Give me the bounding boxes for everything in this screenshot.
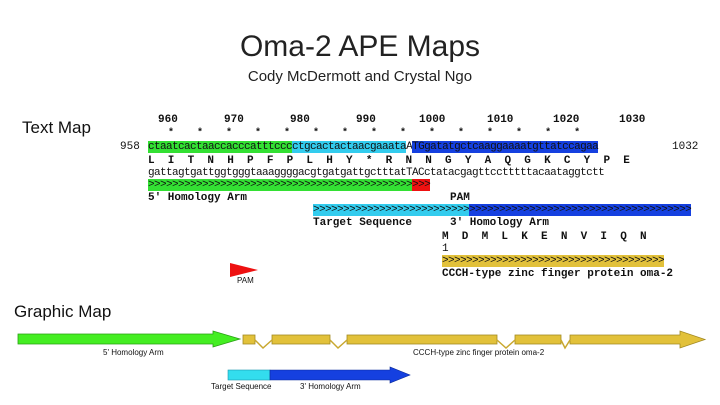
graphic-homology-arm-3-label: 3' Homology Arm: [300, 382, 361, 391]
intron-line: [560, 339, 571, 350]
graphic-target-label: Target Sequence: [211, 382, 272, 391]
homology-arm-3-feature[interactable]: [269, 366, 411, 384]
homology-arm-3-label: 3' Homology Arm: [450, 217, 550, 229]
ruler-number: 1020: [553, 114, 580, 126]
bottom-strand-sequence: gattagtgattggtgggtaaaggggacgtgatgattgctt…: [148, 167, 605, 179]
intron-line: [329, 339, 348, 350]
top-strand-cyan-segment: ctgcactactaacgaaata: [292, 141, 407, 153]
text-map-heading: Text Map: [22, 118, 91, 137]
seq-end-position: 1032: [672, 141, 699, 153]
graphic-cds-label: CCCH-type zinc finger protein oma-2: [413, 348, 545, 357]
target-arrow-track: >>>>>>>>>>>>>>>>>>>>>>>>>>: [313, 204, 470, 216]
graphic-map-heading: Graphic Map: [14, 302, 112, 321]
ruler-number: 960: [158, 114, 178, 126]
intron-connectors: [254, 339, 571, 350]
target-sequence-feature[interactable]: [227, 369, 271, 381]
pam-arrow-track: >>>: [412, 179, 431, 191]
exon-arrow-end[interactable]: [569, 330, 707, 349]
feature-arrows-row2: >>>>>>>>>>>>>>>>>>>>>>>>>>>>>>>>>>>>>>>>…: [313, 204, 692, 216]
ruler-tick-marks: * * * * * * * * * * * * * * *: [168, 128, 580, 139]
top-strand-cut-base: A: [406, 141, 413, 153]
top-strand-sequence: ctaatcactaaccacccatttcccctgcactactaacgaa…: [148, 141, 599, 153]
page-title: Oma-2 APE Maps: [239, 30, 481, 63]
cds-label: CCCH-type zinc finger protein oma-2: [442, 268, 674, 280]
translation-index: 1: [442, 243, 449, 255]
ruler-number: 970: [224, 114, 244, 126]
intron-line: [496, 339, 516, 350]
cds-arrow-track: >>>>>>>>>>>>>>>>>>>>>>>>>>>>>>>>>>>>>: [442, 255, 665, 267]
ruler-number: 990: [356, 114, 376, 126]
homology-arm-5-arrow-track: >>>>>>>>>>>>>>>>>>>>>>>>>>>>>>>>>>>>>>>>…: [148, 179, 413, 191]
seq-start-position: 958: [120, 141, 140, 153]
pam-label: PAM: [450, 192, 470, 204]
intron-line: [254, 339, 273, 350]
top-strand-green-segment: ctaatcactaaccacccatttccc: [148, 141, 293, 153]
graphic-homology-arm-5-label: 5' Homology Arm: [103, 348, 164, 357]
feature-arrows-row1: >>>>>>>>>>>>>>>>>>>>>>>>>>>>>>>>>>>>>>>>…: [148, 179, 431, 191]
ruler-number: 1010: [487, 114, 514, 126]
page-subtitle: Cody McDermott and Crystal Ngo: [247, 68, 473, 85]
exon-block[interactable]: [271, 334, 331, 345]
ruler-number: 1000: [419, 114, 446, 126]
homology-arm-5-feature[interactable]: [17, 330, 242, 348]
bottom-translation: M D M L K E N V I Q N: [442, 231, 647, 243]
graphic-pam-label: PAM: [237, 276, 254, 285]
exon-block[interactable]: [514, 334, 562, 345]
homology-arm-3-arrow-track: >>>>>>>>>>>>>>>>>>>>>>>>>>>>>>>>>>>>>: [469, 204, 692, 216]
exon-block[interactable]: [346, 334, 498, 345]
pam-marker[interactable]: [230, 263, 258, 277]
cds-arrow-row: >>>>>>>>>>>>>>>>>>>>>>>>>>>>>>>>>>>>>: [442, 255, 665, 267]
ruler-number: 1030: [619, 114, 646, 126]
exon-block[interactable]: [242, 334, 256, 345]
homology-arm-5-label: 5' Homology Arm: [148, 192, 248, 204]
top-strand-blue-segment: TGgatatgctcaaggaaaatgttatccagaa: [412, 141, 599, 153]
cds-feature[interactable]: [242, 330, 707, 349]
target-sequence-label: Target Sequence: [313, 217, 413, 229]
top-translation: L I T N H P F P L H Y * R N N G Y A Q G …: [148, 155, 630, 167]
ruler-number: 980: [290, 114, 310, 126]
